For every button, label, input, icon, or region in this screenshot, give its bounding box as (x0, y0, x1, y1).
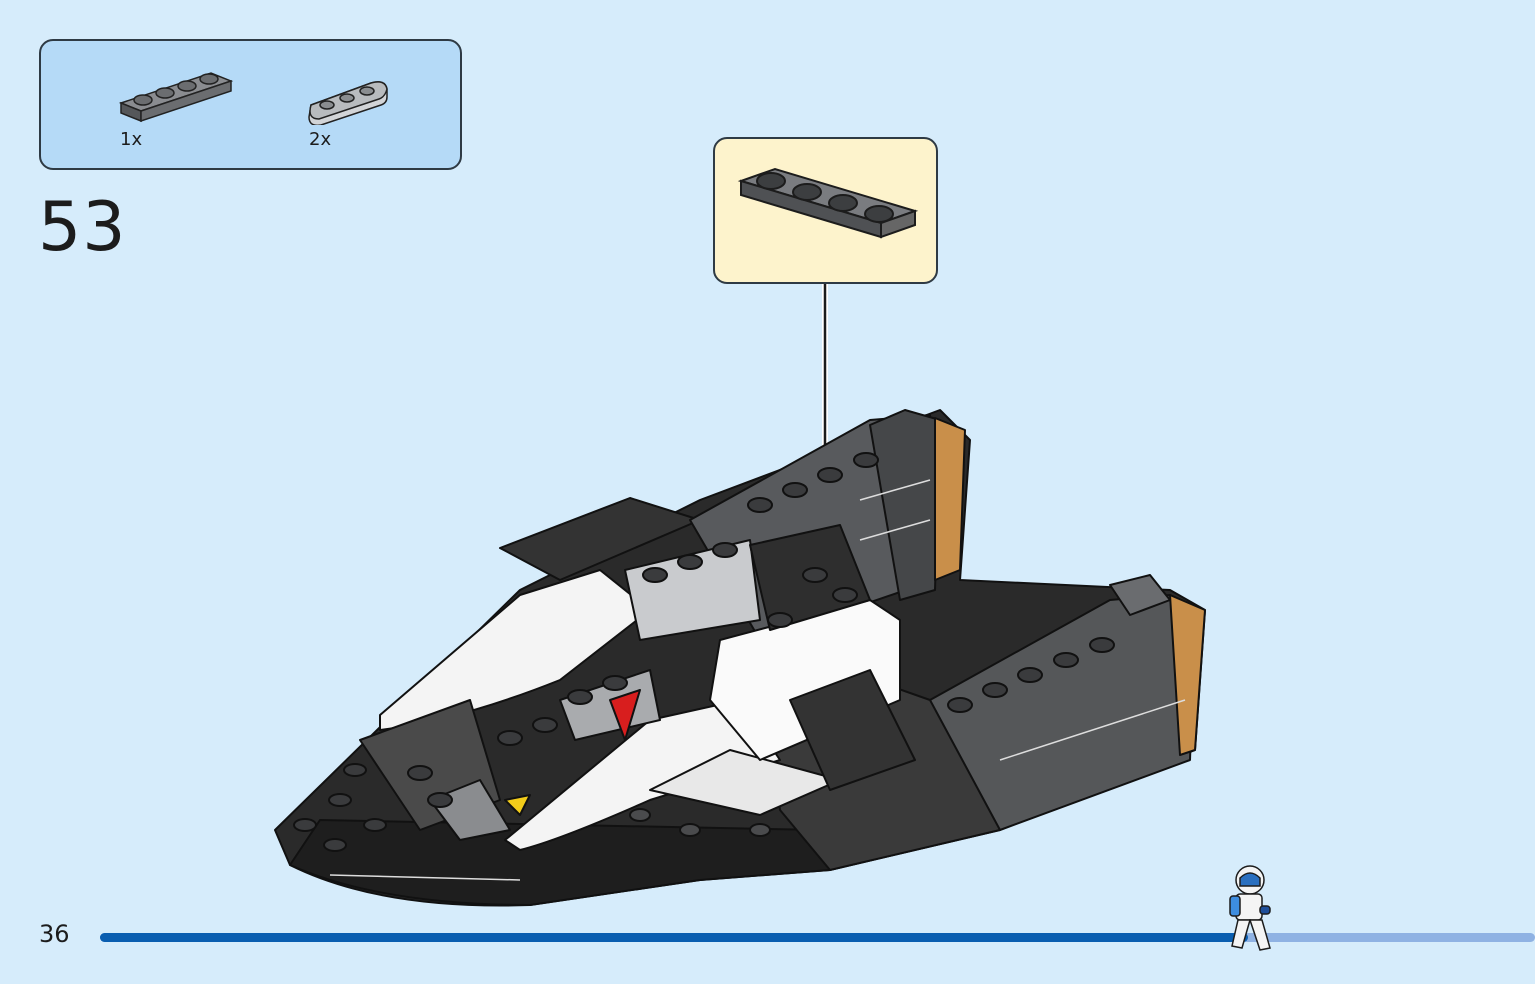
page-number: 36 (39, 920, 70, 948)
callout-plate-1x4-icon (737, 167, 919, 239)
part-count-1: 1x (120, 129, 143, 150)
progress-bar-fill (100, 933, 1248, 942)
part-count-2: 2x (309, 129, 332, 150)
plate-1x4-dark-gray-icon (119, 72, 234, 123)
part-callout (713, 137, 938, 284)
progress-bar (100, 933, 1535, 942)
astronaut-minifigure-icon (1229, 865, 1271, 951)
step-number: 53 (38, 188, 127, 267)
plate-1x3-rounded-light-gray-icon (308, 81, 388, 125)
parts-list-box: 1x 2x (39, 39, 462, 170)
